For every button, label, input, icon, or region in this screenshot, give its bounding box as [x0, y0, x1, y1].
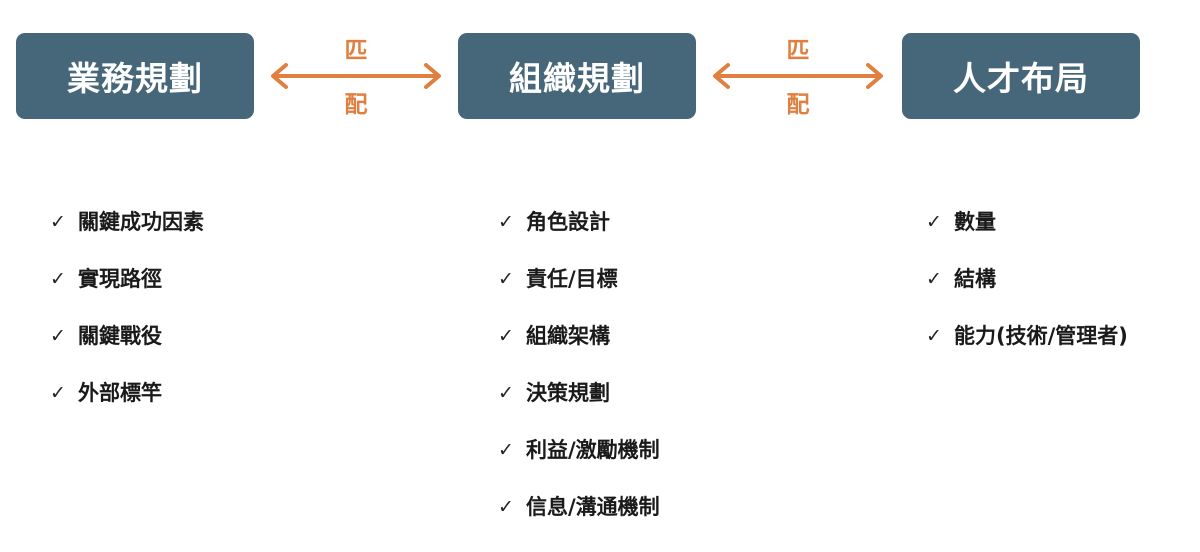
list-business-planning: ✓ 關鍵成功因素 ✓ 實現路徑 ✓ 關鍵戰役 ✓ 外部標竿 — [50, 206, 204, 434]
list-item: ✓ 數量 — [926, 206, 1128, 263]
list-item: ✓ 結構 — [926, 263, 1128, 320]
list-item-label: 外部標竿 — [78, 381, 162, 405]
list-item: ✓ 角色設計 — [498, 206, 660, 263]
list-item-label: 能力(技術/管理者) — [954, 324, 1128, 348]
list-item: ✓ 信息/溝通機制 — [498, 491, 660, 548]
checkmark-icon: ✓ — [50, 268, 66, 290]
list-item: ✓ 關鍵成功因素 — [50, 206, 204, 263]
checkmark-icon: ✓ — [926, 325, 942, 347]
list-item-label: 責任/目標 — [526, 267, 618, 291]
list-item: ✓ 外部標竿 — [50, 377, 204, 434]
connector-label-top: 匹 — [344, 38, 368, 64]
connector-label-bottom: 配 — [344, 92, 368, 118]
list-item: ✓ 實現路徑 — [50, 263, 204, 320]
list-item: ✓ 責任/目標 — [498, 263, 660, 320]
list-item-label: 關鍵戰役 — [78, 324, 162, 348]
box-talent-layout: 人才布局 — [902, 33, 1140, 119]
list-item-label: 角色設計 — [526, 210, 610, 234]
connector-label-bottom: 配 — [786, 92, 810, 118]
list-item-label: 決策規劃 — [526, 381, 610, 405]
double-arrow-icon — [713, 63, 883, 89]
list-item-label: 利益/激勵機制 — [526, 438, 660, 462]
connector-match-1: 匹 配 — [268, 33, 444, 119]
list-organization-planning: ✓ 角色設計 ✓ 責任/目標 ✓ 組織架構 ✓ 決策規劃 ✓ 利益/激勵機制 ✓ 信息/溝通機制 — [498, 206, 660, 548]
checkmark-icon: ✓ — [926, 211, 942, 233]
list-item-label: 數量 — [954, 210, 996, 234]
checkmark-icon: ✓ — [498, 382, 514, 404]
list-item: ✓ 組織架構 — [498, 320, 660, 377]
list-item: ✓ 能力(技術/管理者) — [926, 320, 1128, 377]
list-item-label: 組織架構 — [526, 324, 610, 348]
checkmark-icon: ✓ — [50, 382, 66, 404]
list-item: ✓ 關鍵戰役 — [50, 320, 204, 377]
box-business-planning: 業務規劃 — [16, 33, 254, 119]
checkmark-icon: ✓ — [50, 325, 66, 347]
connector-label-top: 匹 — [786, 38, 810, 64]
list-item-label: 關鍵成功因素 — [78, 210, 204, 234]
checkmark-icon: ✓ — [498, 439, 514, 461]
list-item-label: 結構 — [954, 267, 996, 291]
checkmark-icon: ✓ — [50, 211, 66, 233]
list-item: ✓ 利益/激勵機制 — [498, 434, 660, 491]
checkmark-icon: ✓ — [498, 496, 514, 518]
connector-match-2: 匹 配 — [710, 33, 886, 119]
list-item: ✓ 決策規劃 — [498, 377, 660, 434]
double-arrow-icon — [271, 63, 441, 89]
list-item-label: 信息/溝通機制 — [526, 495, 660, 519]
checkmark-icon: ✓ — [926, 268, 942, 290]
list-item-label: 實現路徑 — [78, 267, 162, 291]
checkmark-icon: ✓ — [498, 211, 514, 233]
checkmark-icon: ✓ — [498, 325, 514, 347]
box-organization-planning: 組織規劃 — [458, 33, 696, 119]
checkmark-icon: ✓ — [498, 268, 514, 290]
list-talent-layout: ✓ 數量 ✓ 結構 ✓ 能力(技術/管理者) — [926, 206, 1128, 377]
